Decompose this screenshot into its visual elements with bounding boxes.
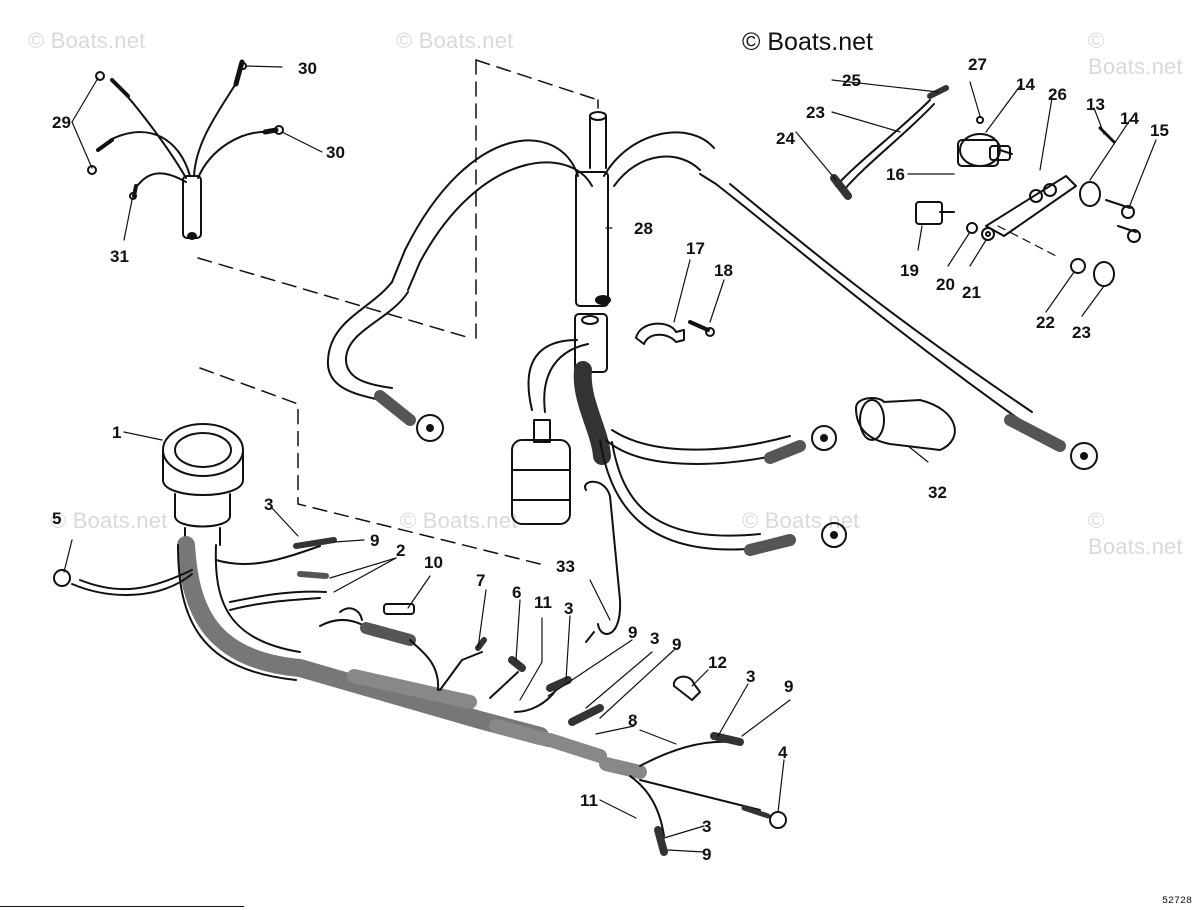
callout-31: 30 <box>298 59 317 78</box>
callout-16: 16 <box>886 165 905 184</box>
callout-7: 7 <box>476 571 486 590</box>
callout-20: 20 <box>936 275 955 294</box>
callout-3: 3 <box>264 495 274 514</box>
connector-wires <box>53 537 787 856</box>
bracket-34 <box>584 480 622 643</box>
watermark: © Boats.net <box>28 28 146 53</box>
callout-11: 11 <box>534 593 552 612</box>
callout-4: 4 <box>778 743 788 762</box>
clip-12 <box>672 675 701 701</box>
callout-14: 14 <box>1016 75 1035 94</box>
main-harness-wrap <box>177 536 647 779</box>
main-harness-connector <box>162 423 244 546</box>
battery-cable-right <box>699 173 1098 470</box>
callout-28: 27 <box>968 55 987 74</box>
callout-18: 18 <box>714 261 733 280</box>
callout-23: 23 <box>1072 323 1091 342</box>
callout-27: 26 <box>1048 85 1067 104</box>
callout-14: 14 <box>1120 109 1139 128</box>
watermark: © Boats.net <box>1088 508 1183 559</box>
harness-lower-sleeve <box>527 313 847 556</box>
callout-19: 19 <box>900 261 919 280</box>
callout-30: 29 <box>52 113 71 132</box>
callout-26: 25 <box>842 71 861 90</box>
callout-25: 24 <box>776 129 795 148</box>
callout-3: 3 <box>746 667 756 686</box>
callout-9: 9 <box>628 623 638 642</box>
callout-5: 5 <box>52 509 62 528</box>
watermark: © Boats.net <box>742 508 860 533</box>
harness-pigtail-top-left <box>87 59 284 240</box>
watermark-main: © Boats.net <box>742 28 873 56</box>
callout-13: 13 <box>1086 95 1105 114</box>
callout-3: 3 <box>702 817 712 836</box>
key-switch-group <box>830 85 1141 287</box>
callout-12: 12 <box>708 653 727 672</box>
callout-9: 9 <box>672 635 682 654</box>
leader-lines <box>63 65 1157 853</box>
callout-21: 21 <box>962 283 981 302</box>
callout-8: 8 <box>628 711 638 730</box>
callout-3: 3 <box>564 599 574 618</box>
figure-number: 52728 <box>1162 896 1193 907</box>
bottom-rule <box>0 906 244 907</box>
callout-24: 23 <box>806 103 825 122</box>
watermark: © Boats.net <box>400 508 518 533</box>
callout-11: 11 <box>580 791 598 810</box>
watermark: © Boats.net <box>1088 28 1183 79</box>
harness-y-sleeve <box>326 111 715 442</box>
filter-canister <box>511 419 571 525</box>
watermark: © Boats.net <box>50 508 168 533</box>
watermark: © Boats.net <box>396 28 514 53</box>
callout-3: 3 <box>650 629 660 648</box>
callout-1: 1 <box>112 423 122 442</box>
callout-33: 32 <box>928 483 947 502</box>
callout-10: 10 <box>424 553 443 572</box>
callout-34: 33 <box>556 557 575 576</box>
fuse <box>383 603 415 615</box>
callout-30: 30 <box>326 143 345 162</box>
callout-6: 6 <box>512 583 522 602</box>
callout-2: 2 <box>396 541 406 560</box>
callout-17: 17 <box>686 239 705 258</box>
callout-9: 9 <box>784 677 794 696</box>
clamp <box>635 320 715 345</box>
callout-32: 31 <box>110 247 129 266</box>
callout-15: 15 <box>1150 121 1169 140</box>
callout-29: 28 <box>634 219 653 238</box>
callout-9: 9 <box>702 845 712 864</box>
terminal-boot <box>855 397 956 451</box>
callout-9: 9 <box>370 531 380 550</box>
callout-22: 22 <box>1036 313 1055 332</box>
